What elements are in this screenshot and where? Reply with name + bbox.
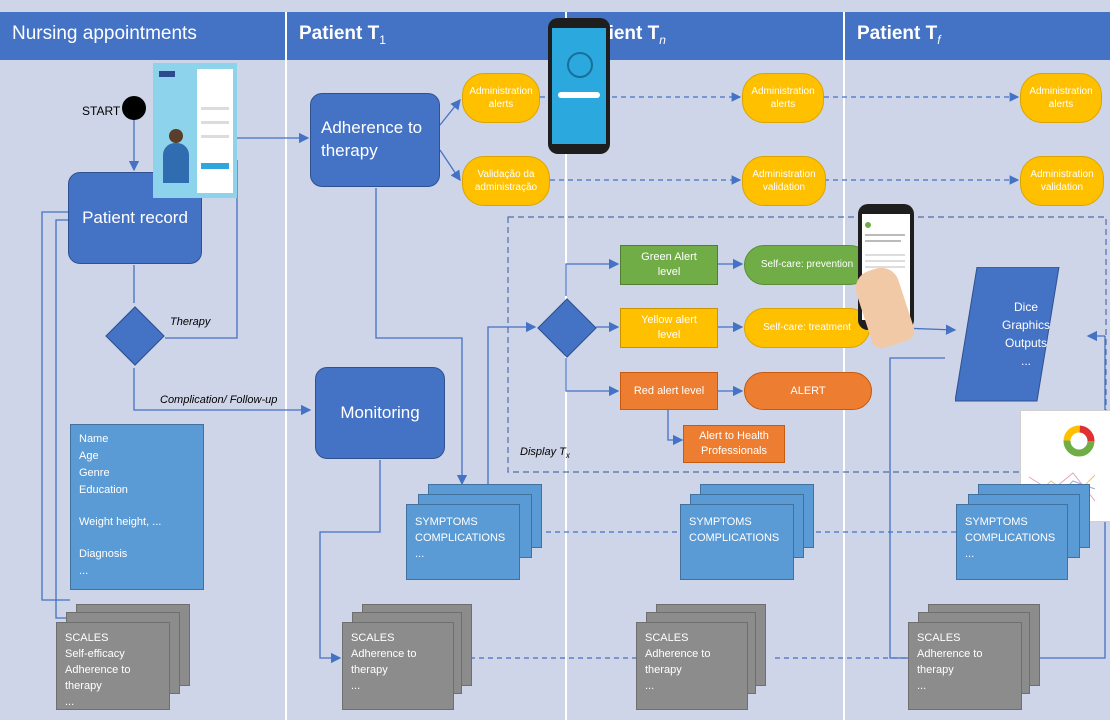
phone-image (548, 18, 610, 154)
info-age: Age (79, 450, 99, 463)
scales-more: ... (917, 679, 927, 692)
info-weight-height: Weight height, ... (79, 516, 162, 529)
scale-item: Adherence to therapy (917, 647, 983, 676)
complications-title: COMPLICATIONS (689, 531, 780, 544)
display-label: Display Tx (520, 446, 570, 461)
selfcare-treatment-node: Self-care: treatment (744, 308, 870, 348)
start-node (122, 96, 146, 120)
symptoms-title: SYMPTOMS (965, 516, 1028, 528)
scales-more: ... (65, 695, 75, 708)
display-region (507, 216, 1107, 473)
login-screen-image (153, 63, 237, 198)
lane-header-tf: Patient Tf (845, 12, 1110, 60)
outputs-parallelogram (955, 267, 1060, 402)
therapy-edge-label: Therapy (170, 316, 211, 328)
adherence-node: Adherence to therapy (310, 93, 440, 187)
alert-node: ALERT (744, 372, 872, 410)
complication-edge-label: Complication/ Follow-up (160, 394, 278, 406)
scales-more: ... (645, 679, 655, 692)
start-label: START (82, 104, 121, 118)
lane-separator (843, 12, 845, 720)
admin-validation-tn: Administration validation (742, 156, 826, 206)
scale-item: Adherence to therapy (65, 663, 131, 692)
outputs-label: Dice Graphics Outputs ... (1001, 300, 1051, 368)
selfcare-prevention-node: Self-care: prevention (744, 245, 870, 285)
scale-item: Adherence to therapy (351, 647, 417, 676)
info-more: ... (79, 565, 89, 578)
admin-validation-tf: Administration validation (1020, 156, 1104, 206)
admin-alerts-tf: Administration alerts (1020, 73, 1102, 123)
scales-title: SCALES (645, 632, 689, 644)
lane-header-nursing: Nursing appointments (0, 12, 285, 60)
lane-header-t1: Patient T1 (287, 12, 565, 60)
scale-item: Self-efficacy (65, 647, 125, 660)
complications-title: COMPLICATIONS (415, 531, 506, 544)
info-genre: Genre (79, 467, 110, 480)
symptoms-title: SYMPTOMS (689, 516, 752, 528)
symptoms-more: ... (965, 547, 975, 560)
alert-health-node: Alert to Health Professionals (683, 425, 785, 463)
red-alert-node: Red alert level (620, 372, 718, 410)
green-alert-node: Green Alert level (620, 245, 718, 285)
info-name: Name (79, 433, 109, 445)
lane-separator (285, 12, 287, 720)
symptoms-title: SYMPTOMS (415, 516, 478, 528)
scales-more: ... (351, 679, 361, 692)
validacao-node: Validação da administração (462, 156, 550, 206)
patient-info-card: Name Age Genre Education Weight height, … (70, 424, 204, 590)
complications-title: COMPLICATIONS (965, 531, 1056, 544)
monitoring-node: Monitoring (315, 367, 445, 459)
scales-title: SCALES (917, 632, 961, 644)
scales-title: SCALES (65, 632, 109, 644)
symptoms-more: ... (415, 547, 425, 560)
admin-alerts-tn: Administration alerts (742, 73, 824, 123)
info-education: Education (79, 484, 128, 497)
scale-item: Adherence to therapy (645, 647, 711, 676)
scales-title: SCALES (351, 632, 395, 644)
info-diagnosis: Diagnosis (79, 548, 128, 561)
yellow-alert-node: Yellow alert level (620, 308, 718, 348)
admin-alerts-t1: Administration alerts (462, 73, 540, 123)
